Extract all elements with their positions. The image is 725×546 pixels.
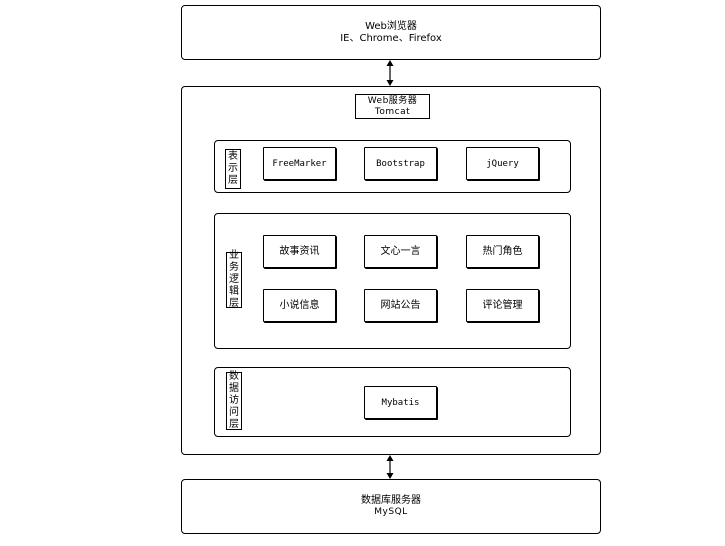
business-layer-label-char: 层 [229, 298, 239, 309]
data-access-layer-label-char: 数 [229, 371, 239, 382]
data-access-layer-label-char: 层 [229, 419, 239, 430]
presentation-layer-label-char: 层 [228, 175, 238, 186]
module-story-news: 故事资讯 [263, 235, 336, 268]
presentation-layer-label-char: 表 [228, 151, 238, 162]
presentation-layer-label: 表 示 层 [225, 149, 241, 189]
database-server-title: 数据库服务器 [361, 495, 421, 506]
tech-bootstrap: Bootstrap [364, 147, 437, 180]
web-browser-box: Web浏览器 IE、Chrome、Firefox [181, 5, 601, 60]
tech-freemarker: FreeMarker [263, 147, 336, 180]
web-browser-title: Web浏览器 [365, 20, 417, 32]
web-browser-subtitle: IE、Chrome、Firefox [340, 32, 442, 44]
database-server-subtitle: MySQL [374, 507, 408, 517]
data-access-layer-label-char: 问 [229, 407, 239, 418]
server-database-arrow [386, 455, 394, 479]
module-comment-management: 评论管理 [466, 289, 539, 322]
module-site-announcement: 网站公告 [364, 289, 437, 322]
database-server-box: 数据库服务器 MySQL [181, 479, 601, 534]
module-hot-characters: 热门角色 [466, 235, 539, 268]
business-layer-box [214, 213, 571, 349]
data-access-layer-label-char: 据 [229, 383, 239, 394]
module-novel-info: 小说信息 [263, 289, 336, 322]
business-layer-label-char: 业 [229, 250, 239, 261]
web-server-subtitle: Tomcat [374, 106, 411, 117]
web-server-title-box: Web服务器 Tomcat [355, 94, 430, 119]
business-layer-label-char: 辑 [229, 286, 239, 297]
tech-jquery: jQuery [466, 147, 539, 180]
presentation-layer-label-char: 示 [228, 163, 238, 174]
business-layer-label: 业 务 逻 辑 层 [226, 250, 242, 309]
browser-server-arrow [386, 60, 394, 86]
business-layer-label-char: 逻 [229, 274, 239, 285]
web-server-title: Web服务器 [367, 95, 418, 106]
data-access-layer-label: 数 据 访 问 层 [226, 371, 242, 430]
business-layer-label-char: 务 [229, 262, 239, 273]
data-access-layer-label-char: 访 [229, 395, 239, 406]
module-wenxin-yiyan: 文心一言 [364, 235, 437, 268]
tech-mybatis: Mybatis [364, 386, 437, 419]
